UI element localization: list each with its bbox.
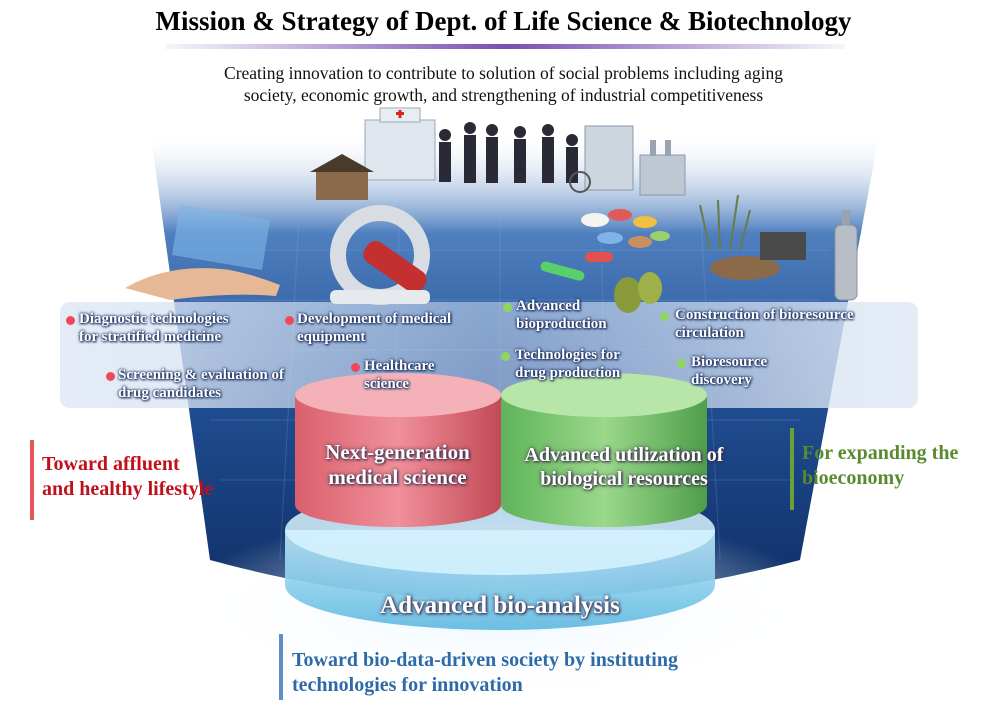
label-line: Development of medical bbox=[297, 311, 452, 327]
green-bullet bbox=[660, 312, 669, 321]
label-diagnostic-technologies: Diagnostic technologies for stratified m… bbox=[79, 310, 229, 346]
label-line: for stratified medicine bbox=[79, 329, 222, 345]
label-advanced-bioproduction: Advanced bioproduction bbox=[516, 297, 607, 333]
label-line: bioproduction bbox=[516, 316, 607, 332]
society-icon bbox=[310, 107, 686, 200]
goal-line: technologies for innovation bbox=[292, 674, 523, 696]
page-title: Mission & Strategy of Dept. of Life Scie… bbox=[155, 6, 852, 36]
bottom-accent-bar bbox=[279, 634, 283, 700]
base-advanced-bio-analysis: Advanced bio-analysis bbox=[380, 592, 620, 619]
goal-line: For expanding the bbox=[802, 442, 959, 464]
medical-scanner-icon bbox=[330, 205, 430, 305]
label-line: Bioresource bbox=[691, 354, 768, 370]
label-line: Construction of bioresource bbox=[675, 307, 854, 323]
label-line: drug candidates bbox=[118, 385, 221, 401]
pills-icon bbox=[540, 209, 670, 313]
mission-line-2: society, economic growth, and strengthen… bbox=[243, 85, 764, 105]
label-healthcare-science: Healthcare science bbox=[364, 357, 435, 393]
label-medical-equipment: Development of medical equipment bbox=[297, 310, 451, 346]
label-line: Advanced bbox=[516, 298, 581, 314]
label-line: drug production bbox=[515, 365, 621, 381]
label-line: circulation bbox=[675, 325, 744, 341]
pillar-line: Advanced utilization of bbox=[524, 444, 724, 466]
label-line: equipment bbox=[297, 329, 366, 345]
label-screening-evaluation: Screening & evaluation of drug candidate… bbox=[118, 366, 284, 402]
red-bullet bbox=[66, 316, 75, 325]
green-bullet bbox=[677, 359, 686, 368]
goal-affluent-healthy-lifestyle: Toward affluent and healthy lifestyle bbox=[42, 452, 213, 502]
pillar-line: Next-generation bbox=[325, 440, 470, 464]
label-line: discovery bbox=[691, 372, 752, 388]
green-cylinder bbox=[501, 373, 707, 527]
pillar-next-generation-medical-science: Next-generation medical science bbox=[295, 440, 500, 490]
pillar-biological-resources: Advanced utilization of biological resou… bbox=[500, 443, 748, 491]
bioresource-icon bbox=[699, 194, 858, 301]
goal-bio-data-driven-society: Toward bio-data-driven society by instit… bbox=[292, 648, 678, 698]
label-drug-production: Technologies for drug production bbox=[515, 346, 620, 382]
pillar-line: medical science bbox=[328, 465, 467, 489]
goal-line: Toward bio-data-driven society by instit… bbox=[292, 649, 678, 671]
red-cylinder bbox=[295, 373, 501, 527]
mission-statement: Creating innovation to contribute to sol… bbox=[0, 62, 1007, 106]
mission-line-1: Creating innovation to contribute to sol… bbox=[224, 63, 783, 83]
goal-line: Toward affluent bbox=[42, 453, 180, 475]
right-accent-bar bbox=[790, 428, 794, 510]
label-line: science bbox=[364, 376, 409, 392]
red-bullet bbox=[285, 316, 294, 325]
goal-expanding-bioeconomy: For expanding the bioeconomy bbox=[802, 441, 958, 491]
goal-line: and healthy lifestyle bbox=[42, 478, 214, 500]
labels-band bbox=[60, 302, 918, 408]
green-bullet bbox=[501, 352, 510, 361]
red-bullet bbox=[106, 372, 115, 381]
label-line: Screening & evaluation of bbox=[118, 367, 284, 383]
label-bioresource-circulation: Construction of bioresource circulation bbox=[675, 306, 854, 342]
label-line: Technologies for bbox=[515, 347, 620, 363]
label-line: Healthcare bbox=[364, 358, 435, 374]
label-bioresource-discovery: Bioresource discovery bbox=[691, 353, 767, 389]
hand-diagnostic-icon bbox=[125, 205, 280, 300]
left-accent-bar bbox=[30, 440, 34, 520]
red-bullet bbox=[351, 363, 360, 372]
goal-line: bioeconomy bbox=[802, 467, 905, 489]
pillar-line: biological resources bbox=[540, 468, 708, 490]
title-underline bbox=[165, 44, 845, 49]
green-bullet bbox=[503, 303, 512, 312]
label-line: Diagnostic technologies bbox=[79, 311, 229, 327]
